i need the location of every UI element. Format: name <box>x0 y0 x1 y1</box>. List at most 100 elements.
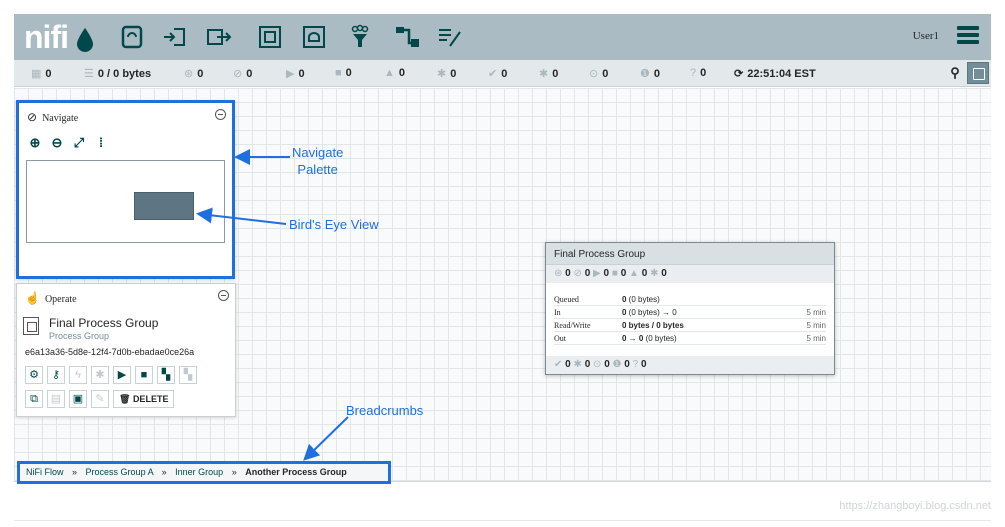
stat-value: 0 <box>197 68 204 80</box>
menu-bar-1 <box>957 26 979 30</box>
navigate-collapse-button[interactable] <box>215 109 226 120</box>
pg-row-queued: Queued 0 (0 bytes) <box>554 294 826 306</box>
stat-value: 0 <box>641 268 648 279</box>
operate-collapse-button[interactable] <box>218 290 229 301</box>
stat-transmitting: ⊛0 <box>184 67 203 80</box>
threads-icon: ▦ <box>31 68 42 80</box>
annotation-navigate-palette: Navigate Palette <box>292 145 344 177</box>
stat-value: 0 <box>565 359 571 370</box>
logo-drop-icon <box>76 27 93 52</box>
fit-icon[interactable]: ⤢ <box>73 135 85 150</box>
pg-row-read-write: Read/Write 0 bytes / 0 bytes 5 min <box>554 320 826 332</box>
menu-bar-2 <box>957 33 979 37</box>
enable-icon[interactable]: ϟ <box>69 366 87 384</box>
global-menu-button[interactable] <box>957 26 979 48</box>
search-icon[interactable]: ⚲ <box>950 65 960 80</box>
start-icon[interactable]: ▶ <box>113 366 131 384</box>
label-icon[interactable] <box>435 23 465 51</box>
stat-queued: ☰0 / 0 bytes <box>84 67 151 80</box>
paste-icon[interactable]: ▤ <box>47 390 65 408</box>
stat-value: 0 <box>552 68 559 80</box>
stat-value: 0 <box>501 68 508 80</box>
not-transmitting-icon: ⊘ <box>233 68 243 80</box>
row-value-bold: 0 → 0 <box>622 334 644 343</box>
disabled-icon: ✱ <box>650 268 659 279</box>
process-group-icon[interactable] <box>255 23 285 51</box>
selected-component-id: e6a13a36-5d8e-12f4-7d0b-ebadae0ce26a <box>25 347 195 357</box>
actual-size-icon[interactable]: ⁞ <box>98 135 104 150</box>
refresh-icon: ⟳ <box>734 68 744 80</box>
navigate-title[interactable]: ⊘Navigate <box>27 110 78 125</box>
zoom-out-icon[interactable]: ⊖ <box>51 135 63 150</box>
navigate-title-text: Navigate <box>42 113 79 124</box>
row-value-rest: (0 bytes) <box>626 295 660 304</box>
sync-failure-icon: ? <box>632 359 639 370</box>
stat-locally-modified: ✱0 <box>539 67 558 80</box>
disabled-icon: ✱ <box>437 68 447 80</box>
breadcrumb-separator: » <box>161 467 167 477</box>
stat-invalid: ▲0 <box>384 67 405 79</box>
output-port-icon[interactable] <box>204 23 234 51</box>
trash-icon: 🗑 <box>119 394 133 404</box>
operate-title-text: Operate <box>44 294 77 305</box>
stat-not-transmitting: ⊘0 <box>233 67 252 80</box>
operate-palette: ☝Operate Final Process Group Process Gro… <box>16 283 236 417</box>
process-group-icon <box>23 317 39 335</box>
stat-value: 0 / 0 bytes <box>97 68 152 80</box>
breadcrumb-item[interactable]: Process Group A <box>85 467 154 477</box>
access-policies-icon[interactable]: ⚷ <box>47 366 65 384</box>
bulletin-board-button[interactable] <box>967 62 989 84</box>
color-icon[interactable]: ✎ <box>91 390 109 408</box>
row-window: 5 min <box>806 334 826 343</box>
hand-icon: ☝ <box>25 291 40 305</box>
funnel-icon[interactable] <box>345 23 375 51</box>
stat-value: 0 <box>45 68 52 80</box>
watermark: https://zhangboyi.blog.csdn.net <box>839 500 991 512</box>
transmitting-icon: ⊛ <box>554 268 563 279</box>
stat-value: 0 <box>398 67 406 79</box>
invalid-icon: ▲ <box>629 268 639 279</box>
upload-template-icon[interactable]: ▚ <box>179 366 197 384</box>
selected-component-type: Process Group <box>49 331 110 341</box>
breadcrumb: NiFi Flow » Process Group A » Inner Grou… <box>17 461 391 484</box>
delete-button[interactable]: 🗑 DELETE <box>113 390 175 408</box>
navigate-tools: ⊕ ⊖ ⤢ ⁞ <box>27 135 109 151</box>
process-group-box[interactable]: Final Process Group ⊛ 0 ⊘ 0 ▶ 0 ■ 0 ▲ 0 … <box>545 242 835 375</box>
up-to-date-icon: ✔ <box>488 68 498 80</box>
copy-icon[interactable]: ⧉ <box>25 390 43 408</box>
refresh-status[interactable]: ⟳22:51:04 EST <box>734 67 816 80</box>
stat-value: 0 <box>653 68 660 80</box>
birds-eye-viewport[interactable] <box>134 192 194 220</box>
template-icon[interactable] <box>392 23 422 51</box>
breadcrumbs-arrow <box>303 416 349 461</box>
running-icon: ▶ <box>593 268 601 279</box>
current-user[interactable]: User1 <box>912 30 939 42</box>
disable-icon[interactable]: ✱ <box>91 366 109 384</box>
pg-row-in: In 0 (0 bytes) → 0 5 min <box>554 307 826 319</box>
processor-icon[interactable] <box>117 23 147 51</box>
stat-threads: ▦0 <box>31 67 52 80</box>
zoom-in-icon[interactable]: ⊕ <box>29 135 41 150</box>
row-value: 0 bytes / 0 bytes <box>622 321 684 330</box>
breadcrumb-item[interactable]: Inner Group <box>175 467 224 477</box>
remote-process-group-icon[interactable] <box>299 23 329 51</box>
configure-icon[interactable]: ⚙ <box>25 366 43 384</box>
group-icon[interactable]: ▣ <box>69 390 87 408</box>
input-port-icon[interactable] <box>160 23 190 51</box>
row-label: In <box>554 308 561 317</box>
birds-eye-view[interactable] <box>26 160 225 243</box>
stat-value: 0 <box>624 359 630 370</box>
create-template-icon[interactable]: ▚ <box>157 366 175 384</box>
operate-title[interactable]: ☝ Operate <box>25 291 77 306</box>
not-transmitting-icon: ⊘ <box>573 268 582 279</box>
stat-running: ▶0 <box>286 67 305 80</box>
row-value-bold: 0 <box>622 295 627 304</box>
sync-failure-icon: ? <box>690 67 697 79</box>
row-value-bold: 0 bytes / 0 bytes <box>622 321 684 330</box>
running-icon: ▶ <box>286 68 295 80</box>
stat-value: 0 <box>584 359 591 370</box>
breadcrumb-item[interactable]: NiFi Flow <box>26 467 64 477</box>
stop-icon[interactable]: ■ <box>135 366 153 384</box>
stat-value: 0 <box>565 268 571 279</box>
